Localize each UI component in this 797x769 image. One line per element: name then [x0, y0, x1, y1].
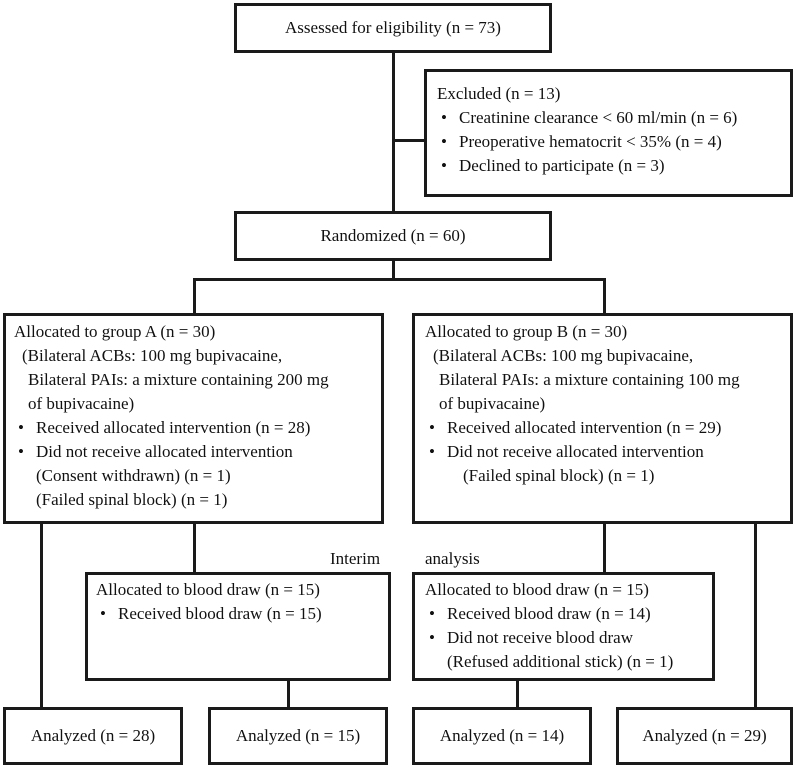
- group-a-not-received: Did not receive allocated intervention: [14, 440, 381, 464]
- group-a-reason: (Consent withdrawn) (n = 1): [36, 466, 231, 485]
- blood-b-not-received: Did not receive blood draw: [425, 626, 712, 650]
- blood-a-title: Allocated to blood draw (n = 15): [96, 580, 320, 599]
- group-b-title: Allocated to group B (n = 30): [425, 322, 628, 341]
- analyzed-box-3: Analyzed (n = 14): [412, 707, 592, 765]
- assessed-label: Assessed for eligibility (n = 73): [285, 18, 501, 37]
- analyzed-label: Analyzed (n = 14): [439, 726, 565, 745]
- connector-b-to-analyzed-4: [754, 522, 757, 709]
- blood-b-title: Allocated to blood draw (n = 15): [425, 580, 649, 599]
- group-b-not-received: Did not receive allocated intervention: [425, 440, 790, 464]
- connector-to-group-b: [603, 278, 606, 315]
- blood-a-received: Received blood draw (n = 15): [96, 602, 388, 626]
- connector-to-group-a: [193, 278, 196, 315]
- connector-assessed-randomized: [392, 52, 395, 212]
- excluded-box: Excluded (n = 13) Creatinine clearance <…: [424, 69, 793, 197]
- analyzed-label: Analyzed (n = 29): [642, 726, 767, 745]
- group-a-box: Allocated to group A (n = 30) (Bilateral…: [3, 313, 384, 524]
- connector-randomized-split: [392, 259, 395, 281]
- excluded-item: Creatinine clearance < 60 ml/min (n = 6): [437, 106, 790, 130]
- connector-blood-a-to-analyzed-2: [287, 679, 290, 709]
- analyzed-box-4: Analyzed (n = 29): [616, 707, 793, 765]
- connector-a-to-blood-a: [193, 522, 196, 574]
- group-a-desc: Bilateral PAIs: a mixture containing 200…: [28, 370, 329, 389]
- blood-a-box: Allocated to blood draw (n = 15) Receive…: [85, 572, 391, 681]
- connector-blood-b-to-analyzed-3: [516, 679, 519, 709]
- connector-to-excluded: [392, 139, 426, 142]
- group-b-box: Allocated to group B (n = 30) (Bilateral…: [412, 313, 793, 524]
- blood-b-reason: (Refused additional stick) (n = 1): [447, 652, 674, 671]
- group-a-title: Allocated to group A (n = 30): [14, 322, 216, 341]
- analyzed-label: Analyzed (n = 15): [235, 726, 361, 745]
- connector-a-to-analyzed-1: [40, 522, 43, 709]
- blood-b-received: Received blood draw (n = 14): [425, 602, 712, 626]
- randomized-label: Randomized (n = 60): [320, 226, 466, 245]
- group-b-reason: (Failed spinal block) (n = 1): [463, 466, 655, 485]
- connector-b-to-blood-b: [603, 522, 606, 574]
- analysis-label: analysis: [425, 549, 480, 568]
- excluded-item: Preoperative hematocrit < 35% (n = 4): [437, 130, 790, 154]
- excluded-item: Declined to participate (n = 3): [437, 154, 790, 178]
- interim-label: Interim: [330, 549, 381, 568]
- connector-split-horizontal: [193, 278, 606, 281]
- blood-b-box: Allocated to blood draw (n = 15) Receive…: [412, 572, 715, 681]
- group-a-desc: of bupivacaine): [28, 394, 135, 413]
- excluded-title: Excluded (n = 13): [437, 84, 561, 103]
- group-a-desc: (Bilateral ACBs: 100 mg bupivacaine,: [22, 346, 283, 365]
- randomized-box: Randomized (n = 60): [234, 211, 552, 261]
- analyzed-box-2: Analyzed (n = 15): [208, 707, 388, 765]
- group-b-desc: Bilateral PAIs: a mixture containing 100…: [439, 370, 740, 389]
- group-b-received: Received allocated intervention (n = 29): [425, 416, 790, 440]
- analyzed-label: Analyzed (n = 28): [30, 726, 156, 745]
- group-a-reason: (Failed spinal block) (n = 1): [36, 490, 228, 509]
- group-b-desc: (Bilateral ACBs: 100 mg bupivacaine,: [433, 346, 694, 365]
- analyzed-box-1: Analyzed (n = 28): [3, 707, 183, 765]
- assessed-box: Assessed for eligibility (n = 73): [234, 3, 552, 53]
- group-a-received: Received allocated intervention (n = 28): [14, 416, 381, 440]
- group-b-desc: of bupivacaine): [439, 394, 546, 413]
